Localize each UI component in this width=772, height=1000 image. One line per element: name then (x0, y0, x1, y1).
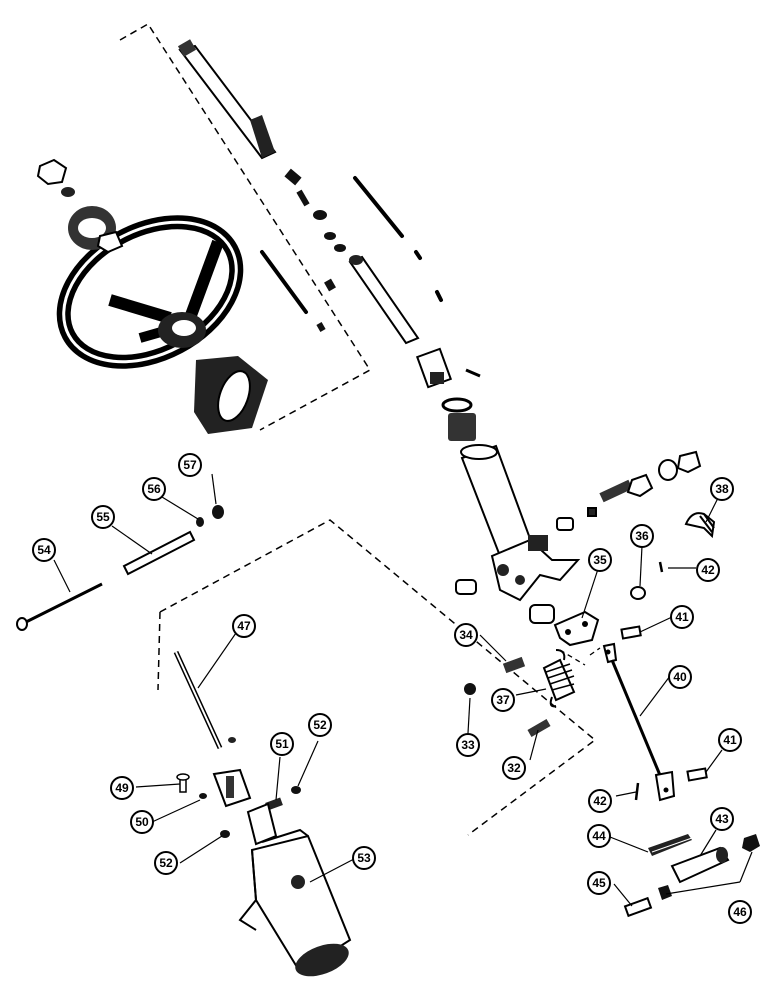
callout-33: 33 (456, 733, 480, 757)
left-pin-assembly (16, 505, 224, 631)
link-rod (602, 642, 676, 802)
universal-joint (415, 347, 481, 441)
svg-text:47: 47 (237, 619, 251, 633)
callout-42-lower: 42 (588, 789, 612, 813)
steering-column-tube (460, 444, 581, 602)
callout-37: 37 (491, 688, 515, 712)
spline-shaft (348, 255, 420, 345)
svg-text:55: 55 (96, 510, 110, 524)
callout-46: 46 (728, 900, 752, 924)
callout-44: 44 (587, 824, 611, 848)
callout-50: 50 (130, 810, 154, 834)
wheel-nut-stack (36, 158, 124, 254)
callout-38: 38 (710, 477, 734, 501)
callout-41-lower: 41 (718, 728, 742, 752)
pins-41-42 (620, 625, 708, 801)
callout-32: 32 (502, 756, 526, 780)
lower-right-hardware (623, 831, 760, 918)
callout-35: 35 (588, 548, 612, 572)
callout-57: 57 (178, 453, 202, 477)
long-pins (260, 176, 443, 314)
svg-text:50: 50 (135, 815, 149, 829)
callout-51: 51 (270, 732, 294, 756)
shaft-small-parts (284, 168, 346, 332)
callout-layer: 57 56 55 54 47 38 36 35 42 41 34 40 37 3… (32, 453, 752, 924)
callout-52-upper: 52 (308, 713, 332, 737)
steering-gear-box (238, 802, 352, 977)
lower-shaft (173, 650, 236, 750)
column-bezel (194, 356, 268, 434)
svg-text:34: 34 (459, 628, 473, 642)
spring-clip (684, 512, 716, 539)
svg-text:54: 54 (37, 543, 51, 557)
callout-40: 40 (668, 665, 692, 689)
callout-53: 53 (352, 846, 376, 870)
small-hardware-left (464, 561, 664, 737)
svg-text:44: 44 (592, 829, 606, 843)
callout-34: 34 (454, 623, 478, 647)
callout-54: 54 (32, 538, 56, 562)
svg-text:33: 33 (461, 738, 475, 752)
svg-text:41: 41 (675, 610, 689, 624)
callout-47: 47 (232, 614, 256, 638)
callout-49: 49 (110, 776, 134, 800)
callout-41-upper: 41 (670, 605, 694, 629)
svg-text:38: 38 (715, 482, 729, 496)
svg-text:57: 57 (183, 458, 197, 472)
svg-text:42: 42 (701, 563, 715, 577)
svg-text:43: 43 (715, 812, 729, 826)
svg-text:42: 42 (593, 794, 607, 808)
svg-text:53: 53 (357, 851, 371, 865)
bracket (553, 610, 600, 647)
svg-text:40: 40 (673, 670, 687, 684)
column-bushings (455, 507, 597, 624)
leader-lines (53, 473, 753, 907)
svg-text:56: 56 (147, 482, 161, 496)
upper-steering-shaft (177, 39, 277, 160)
svg-text:52: 52 (159, 856, 173, 870)
svg-text:49: 49 (115, 781, 129, 795)
svg-text:35: 35 (593, 553, 607, 567)
svg-text:51: 51 (275, 737, 289, 751)
svg-text:37: 37 (496, 693, 510, 707)
svg-text:32: 32 (507, 761, 521, 775)
lower-coupler-hardware (176, 768, 301, 838)
svg-text:46: 46 (733, 905, 747, 919)
steering-wheel (56, 215, 244, 369)
svg-text:45: 45 (592, 876, 606, 890)
callout-36: 36 (630, 524, 654, 548)
callout-42-upper: 42 (696, 558, 720, 582)
svg-text:41: 41 (723, 733, 737, 747)
callout-56: 56 (142, 477, 166, 501)
callout-45: 45 (587, 871, 611, 895)
svg-text:52: 52 (313, 718, 327, 732)
upper-group-outline (119, 22, 372, 431)
callout-52-lower: 52 (154, 851, 178, 875)
linkage-outline (559, 647, 601, 666)
adjuster-bolt-and-nuts (599, 450, 702, 503)
svg-text:36: 36 (635, 529, 649, 543)
callout-43: 43 (710, 807, 734, 831)
callout-55: 55 (91, 505, 115, 529)
